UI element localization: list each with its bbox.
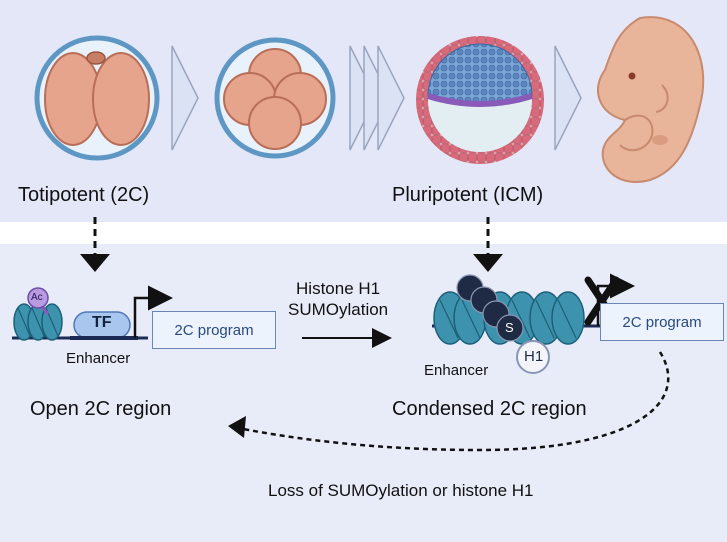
stage-arrow-icon	[171, 45, 199, 151]
process-label: Histone H1 SUMOylation	[288, 279, 389, 319]
acetyl-mark-icon	[27, 287, 49, 309]
enhancer-label-right: Enhancer	[424, 362, 489, 379]
h1-icon	[516, 340, 550, 374]
four-cell-embryo-icon	[214, 37, 336, 159]
pluripotent-label: Pluripotent (ICM)	[392, 184, 544, 206]
sumo-label: S	[505, 320, 514, 335]
loss-label: Loss of SUMOylation or histone H1	[268, 481, 534, 500]
loss-return-arrow	[237, 351, 670, 452]
h1-label: H1	[524, 348, 544, 365]
totipotent-label: Totipotent (2C)	[18, 184, 150, 206]
2c-program-box-right: 2C program	[600, 303, 724, 341]
condensed-region-label: Condensed 2C region	[392, 398, 587, 420]
down-arrowhead-right	[473, 254, 503, 272]
multi-stage-arrow-icon	[349, 45, 405, 151]
ac-label: Ac	[31, 292, 43, 303]
open-region-label: Open 2C region	[30, 398, 172, 420]
enhancer-label-left: Enhancer	[66, 350, 131, 367]
two-cell-embryo-icon	[34, 35, 160, 161]
open-chromatin-icon	[12, 285, 173, 341]
stage-arrow-icon-2	[554, 45, 582, 151]
embryo-fetus-icon	[596, 16, 705, 183]
down-arrowhead-left	[80, 254, 110, 272]
loss-return-arrowhead	[228, 416, 246, 438]
tf-label: TF	[92, 314, 112, 331]
2c-program-box-left: 2C program	[152, 311, 276, 349]
condensed-chromatin-icon	[432, 273, 635, 374]
blastocyst-icon	[416, 36, 544, 164]
sumo-cluster-icon	[456, 274, 524, 342]
